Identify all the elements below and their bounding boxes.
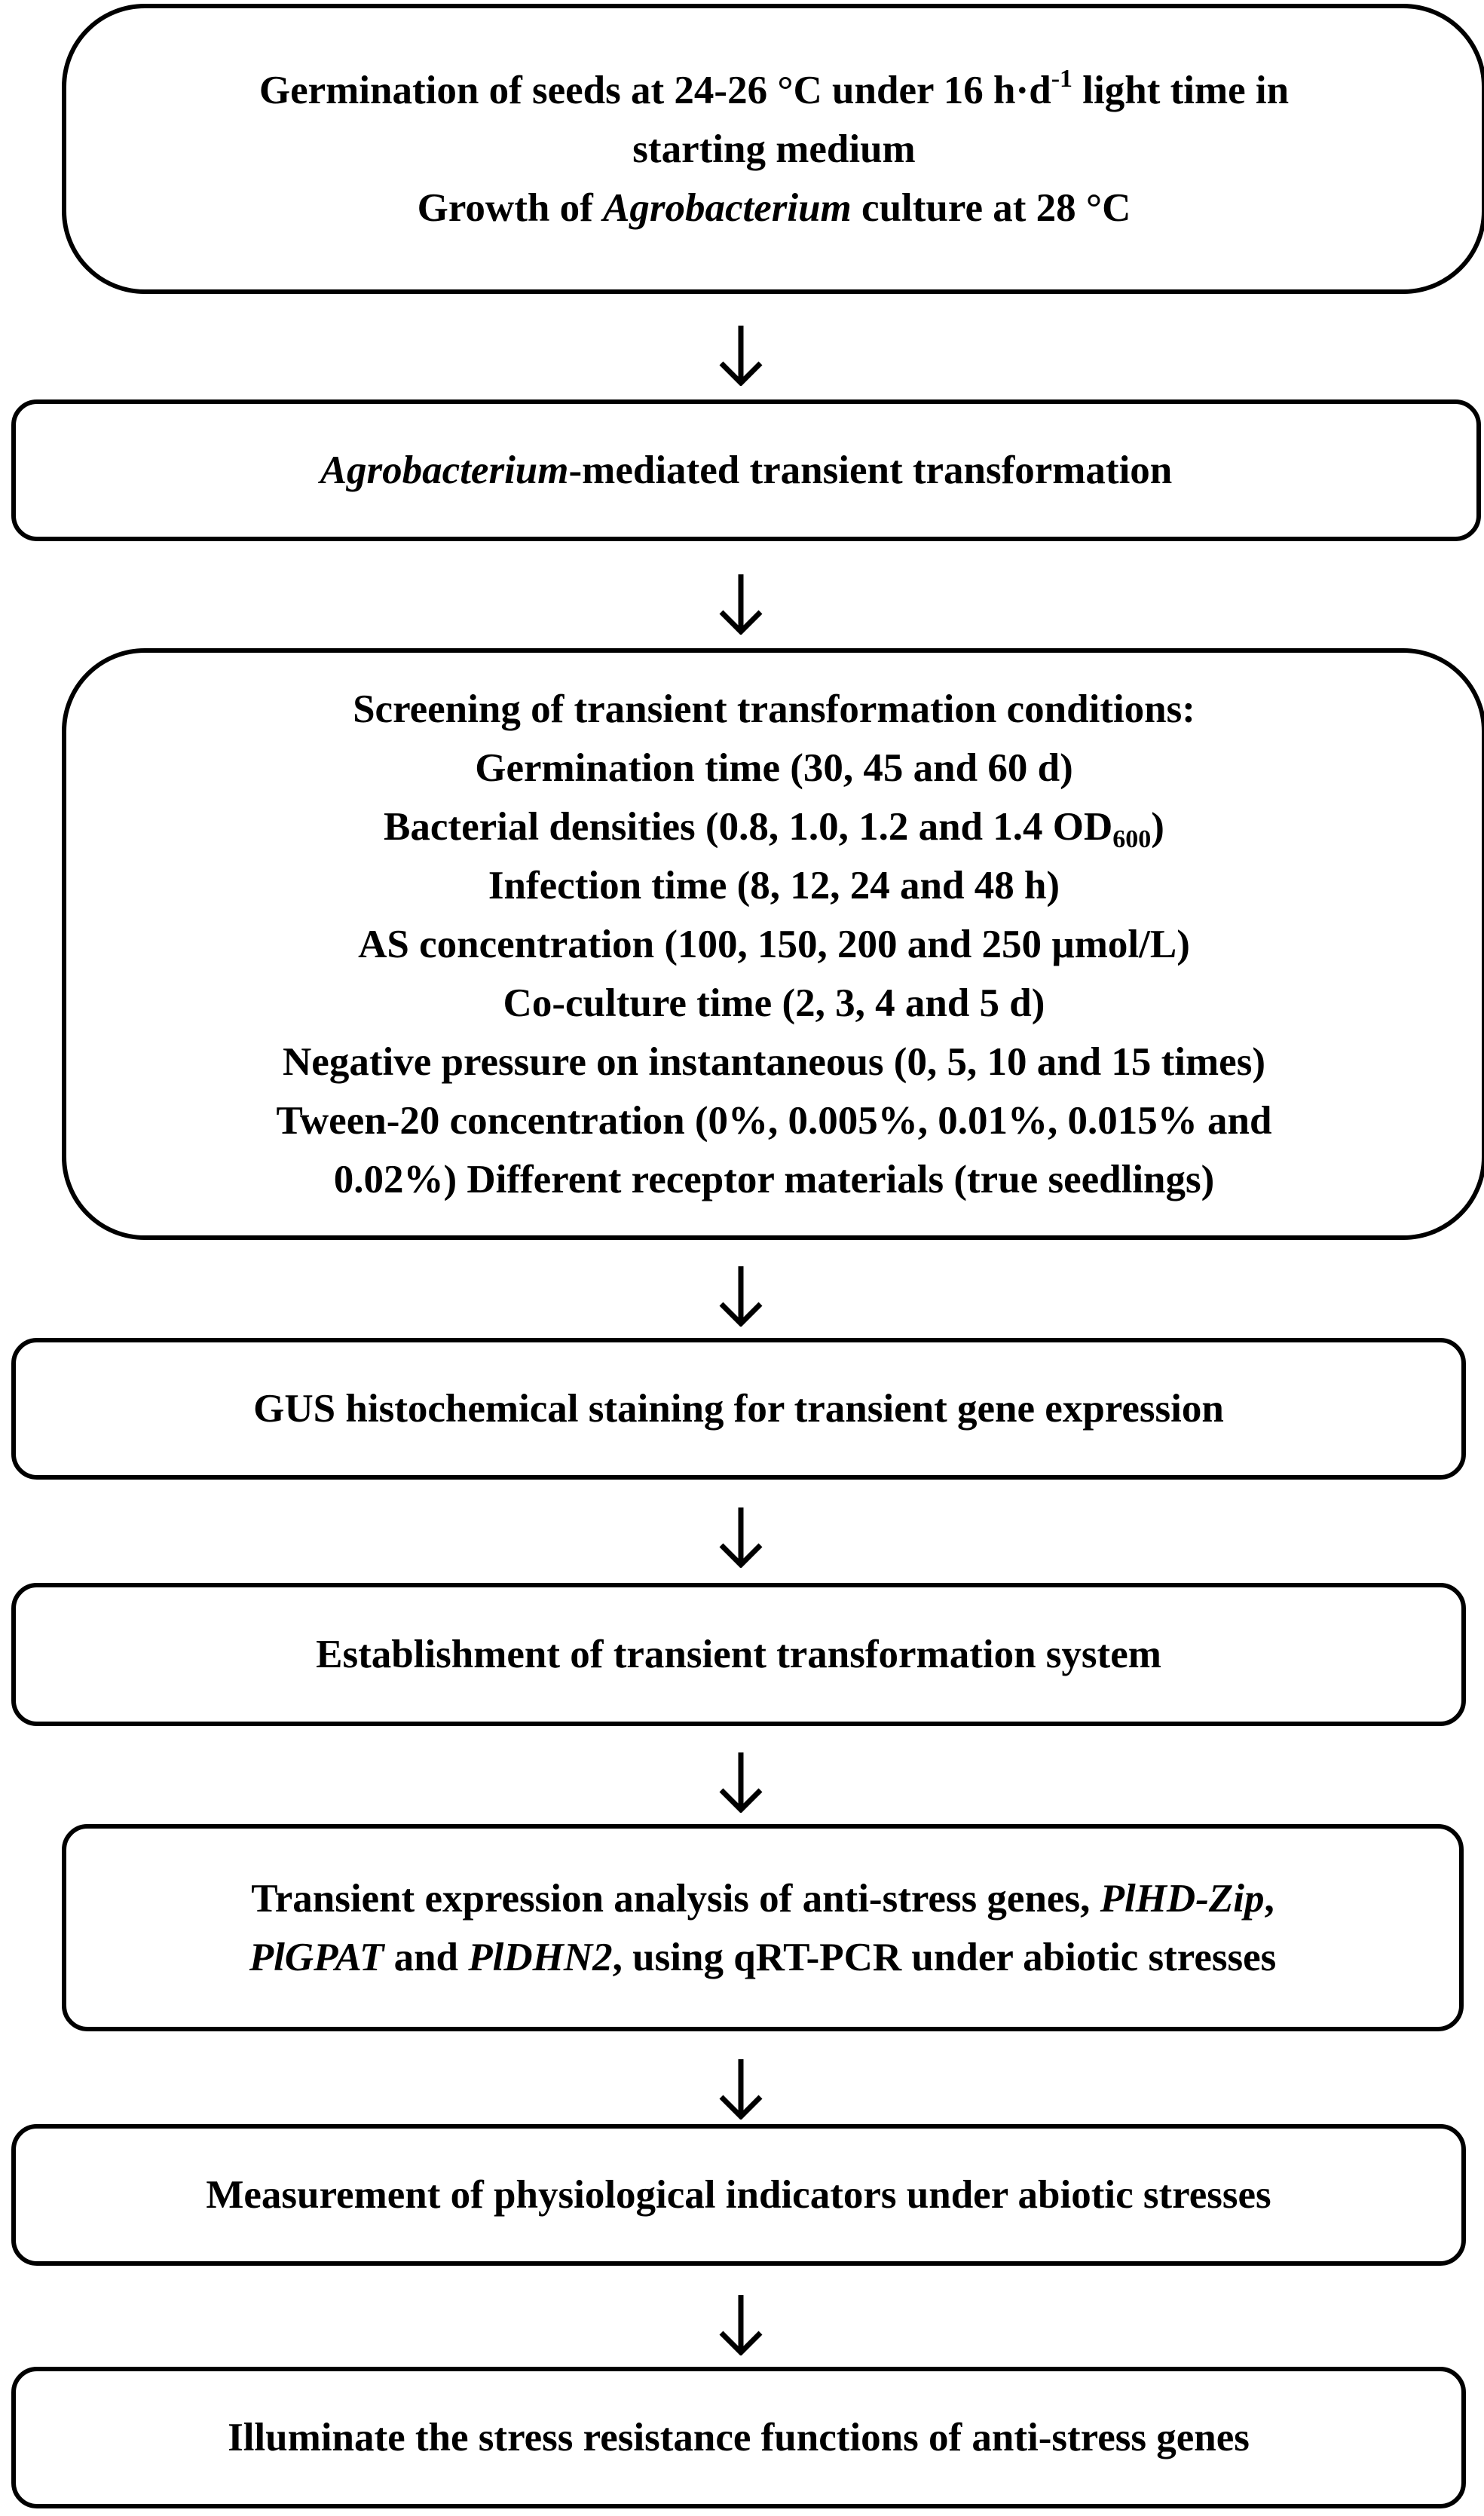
- flow-arrow-6: [719, 2059, 763, 2120]
- screening-heading: Screening of transient transformation co…: [353, 687, 1195, 731]
- flow-arrow-4: [719, 1507, 763, 1568]
- step-establishment-box: Establishment of transient transformatio…: [11, 1583, 1466, 1726]
- od-subscript: 600: [1112, 825, 1152, 853]
- step-germination-box: Germination of seeds at 24-26 °C under 1…: [62, 4, 1484, 294]
- screening-bacterial-densities: Bacterial densities (0.8, 1.0, 1.2 and 1…: [384, 797, 1164, 856]
- germination-line-3: Growth of Agrobacterium culture at 28 °C: [418, 179, 1131, 237]
- gene-plgpat: PlGPAT: [249, 1935, 384, 1979]
- germination-line-1-text: Germination of seeds at 24-26 °C under 1…: [259, 68, 1051, 112]
- screening-infection-time: Infection time (8, 12, 24 and 48 h): [488, 863, 1060, 908]
- agrobacterium-italic: Agrobacterium: [602, 185, 852, 230]
- expression-line-1-comma: ,: [1264, 1876, 1274, 1921]
- expression-line-1-text: Transient expression analysis of anti-st…: [251, 1876, 1100, 1921]
- expression-line-2: PlGPAT and PlDHN2, using qRT-PCR under a…: [249, 1928, 1277, 1987]
- germination-line-2: starting medium: [632, 127, 916, 171]
- screening-as-concentration: AS concentration (100, 150, 200 and 250 …: [358, 922, 1190, 966]
- germination-line-3-post: culture at 28 °C: [851, 185, 1131, 230]
- transformation-text: Agrobacterium-mediated transient transfo…: [320, 441, 1173, 500]
- per-day-superscript: -1: [1051, 64, 1073, 93]
- flow-arrow-5: [719, 1752, 763, 1813]
- transformation-rest: -mediated transient transformation: [568, 448, 1173, 492]
- bacterial-densities-close: ): [1151, 804, 1164, 849]
- screening-receptor-materials: 0.02%) Different receptor materials (tru…: [333, 1157, 1215, 1201]
- expression-line-1: Transient expression analysis of anti-st…: [251, 1869, 1274, 1928]
- screening-tween-concentration: Tween-20 concentration (0%, 0.005%, 0.01…: [276, 1098, 1272, 1143]
- flow-arrow-2: [719, 574, 763, 635]
- gene-plhd-zip: PlHD-Zip: [1100, 1876, 1265, 1921]
- step-illuminate-box: Illuminate the stress resistance functio…: [11, 2367, 1466, 2508]
- screening-coculture-time: Co-culture time (2, 3, 4 and 5 d): [503, 981, 1045, 1025]
- step-expression-analysis-box: Transient expression analysis of anti-st…: [62, 1824, 1464, 2031]
- step-transformation-box: Agrobacterium-mediated transient transfo…: [11, 399, 1481, 541]
- illuminate-text: Illuminate the stress resistance functio…: [228, 2416, 1250, 2459]
- germination-line-1: Germination of seeds at 24-26 °C under 1…: [259, 61, 1289, 120]
- step-screening-box: Screening of transient transformation co…: [62, 648, 1484, 1240]
- screening-germination-time: Germination time (30, 45 and 60 d): [475, 745, 1073, 790]
- germination-line-1-tail: light time in: [1072, 68, 1290, 112]
- agrobacterium-italic: Agrobacterium: [320, 448, 569, 492]
- gus-staining-text: GUS histochemical staining for transient…: [253, 1387, 1224, 1431]
- germination-line-3-pre: Growth of: [417, 185, 603, 230]
- step-measurement-box: Measurement of physiological indicators …: [11, 2124, 1466, 2266]
- establishment-text: Establishment of transient transformatio…: [316, 1633, 1161, 1676]
- bacterial-densities-text: Bacterial densities (0.8, 1.0, 1.2 and 1…: [384, 804, 1113, 849]
- gene-pldhn2: PlDHN2: [468, 1935, 613, 1979]
- flow-arrow-3: [719, 1266, 763, 1327]
- flow-arrow-7: [719, 2295, 763, 2355]
- screening-negative-pressure: Negative pressure on instantaneous (0, 5…: [283, 1039, 1265, 1084]
- flow-arrow-1: [719, 326, 763, 386]
- expression-line-2-text: , using qRT-PCR under abiotic stresses: [612, 1935, 1277, 1979]
- expression-line-2-and: and: [384, 1935, 469, 1979]
- step-gus-staining-box: GUS histochemical staining for transient…: [11, 1338, 1466, 1480]
- measurement-text: Measurement of physiological indicators …: [206, 2173, 1271, 2217]
